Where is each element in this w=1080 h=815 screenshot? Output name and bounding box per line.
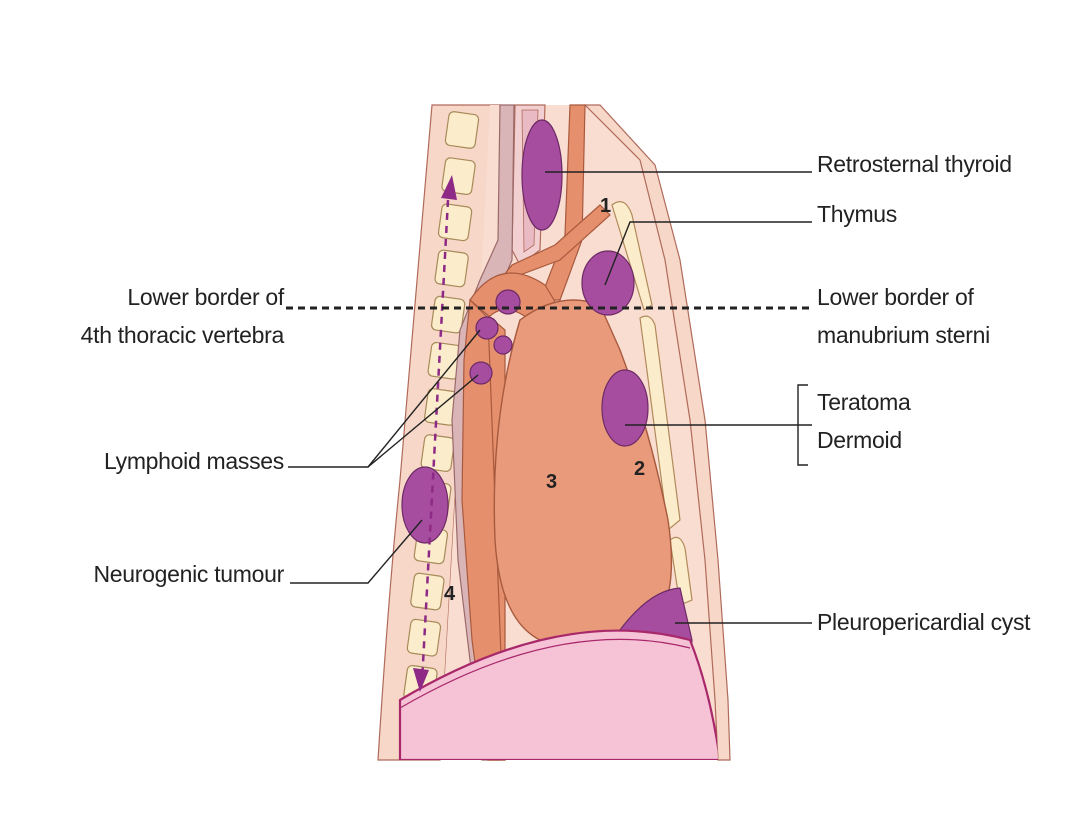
label-lower-border-manubrium-1: Lower border of — [817, 284, 974, 310]
label-thymus: Thymus — [817, 201, 897, 227]
vertebra — [437, 203, 473, 242]
label-dermoid: Dermoid — [817, 427, 902, 453]
thymus-mass — [581, 250, 635, 316]
label-pleuropericardial-cyst: Pleuropericardial cyst — [817, 609, 1031, 635]
label-neurogenic-tumour: Neurogenic tumour — [93, 561, 284, 587]
vertebra — [406, 618, 442, 657]
region-number-4: 4 — [444, 583, 456, 605]
teratoma-dermoid-mass — [601, 369, 649, 447]
region-number-1: 1 — [600, 195, 611, 217]
diaphragm — [398, 629, 718, 760]
vertebra — [444, 111, 480, 149]
label-lower-border-t4-1: Lower border of — [127, 284, 284, 310]
label-lymphoid-masses: Lymphoid masses — [104, 448, 284, 474]
label-teratoma: Teratoma — [817, 389, 911, 415]
great-vessels — [461, 104, 611, 761]
label-lower-border-t4-2: 4th thoracic vertebra — [81, 322, 285, 348]
region-number-3: 3 — [546, 471, 557, 493]
spine-extent-arrow — [413, 175, 457, 692]
posterior-body-wall — [377, 104, 501, 761]
anterior-chest-wall — [583, 104, 731, 761]
label-retrosternal-thyroid: Retrosternal thyroid — [817, 151, 1012, 177]
thyroid-mass — [521, 119, 563, 231]
leader-lines — [288, 171, 812, 624]
region-number-2: 2 — [634, 458, 645, 480]
vertebra — [430, 295, 466, 334]
vertebra — [434, 249, 469, 288]
neurogenic-tumour-mass — [401, 466, 449, 544]
vertebra — [420, 434, 455, 472]
sternum — [611, 201, 693, 606]
label-lower-border-manubrium-2: manubrium sterni — [817, 322, 990, 348]
